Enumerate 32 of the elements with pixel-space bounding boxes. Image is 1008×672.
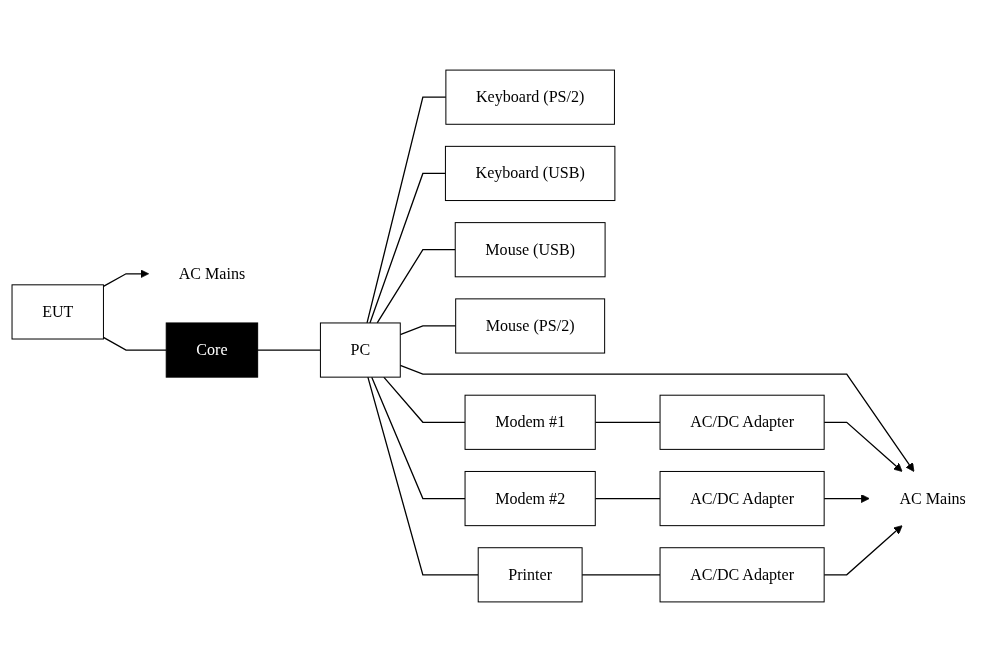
connector <box>102 336 167 351</box>
connector <box>581 574 661 576</box>
connector <box>376 249 456 324</box>
node-box: Modem #2 <box>464 470 596 527</box>
connector <box>257 349 322 351</box>
node-box: Keyboard (USB) <box>444 145 616 202</box>
connector <box>366 96 447 324</box>
node-box: Mouse (PS/2) <box>455 298 606 354</box>
node-box: AC/DC Adapter <box>659 470 825 527</box>
arrow <box>399 364 915 472</box>
node-box: Core <box>165 322 259 378</box>
node-box: AC/DC Adapter <box>659 547 825 603</box>
node-box: Printer <box>477 547 583 603</box>
arrow <box>102 269 149 288</box>
arrow <box>823 525 903 576</box>
arrow <box>823 421 903 472</box>
connector <box>399 325 457 336</box>
node-box: EUT <box>11 284 104 340</box>
connector <box>594 421 661 423</box>
node-box: Keyboard (PS/2) <box>445 69 615 125</box>
node-box: Mouse (USB) <box>454 222 606 278</box>
node-box: AC/DC Adapter <box>659 394 825 450</box>
node-text: AC Mains <box>899 489 966 507</box>
node-box: Modem #1 <box>464 394 596 450</box>
connector <box>369 172 447 324</box>
arrow <box>823 494 870 503</box>
node-box: PC <box>319 322 401 378</box>
node-text: AC Mains <box>178 264 246 282</box>
connector <box>367 376 479 576</box>
connector <box>594 497 661 500</box>
connector <box>383 376 466 423</box>
connector <box>371 376 466 500</box>
